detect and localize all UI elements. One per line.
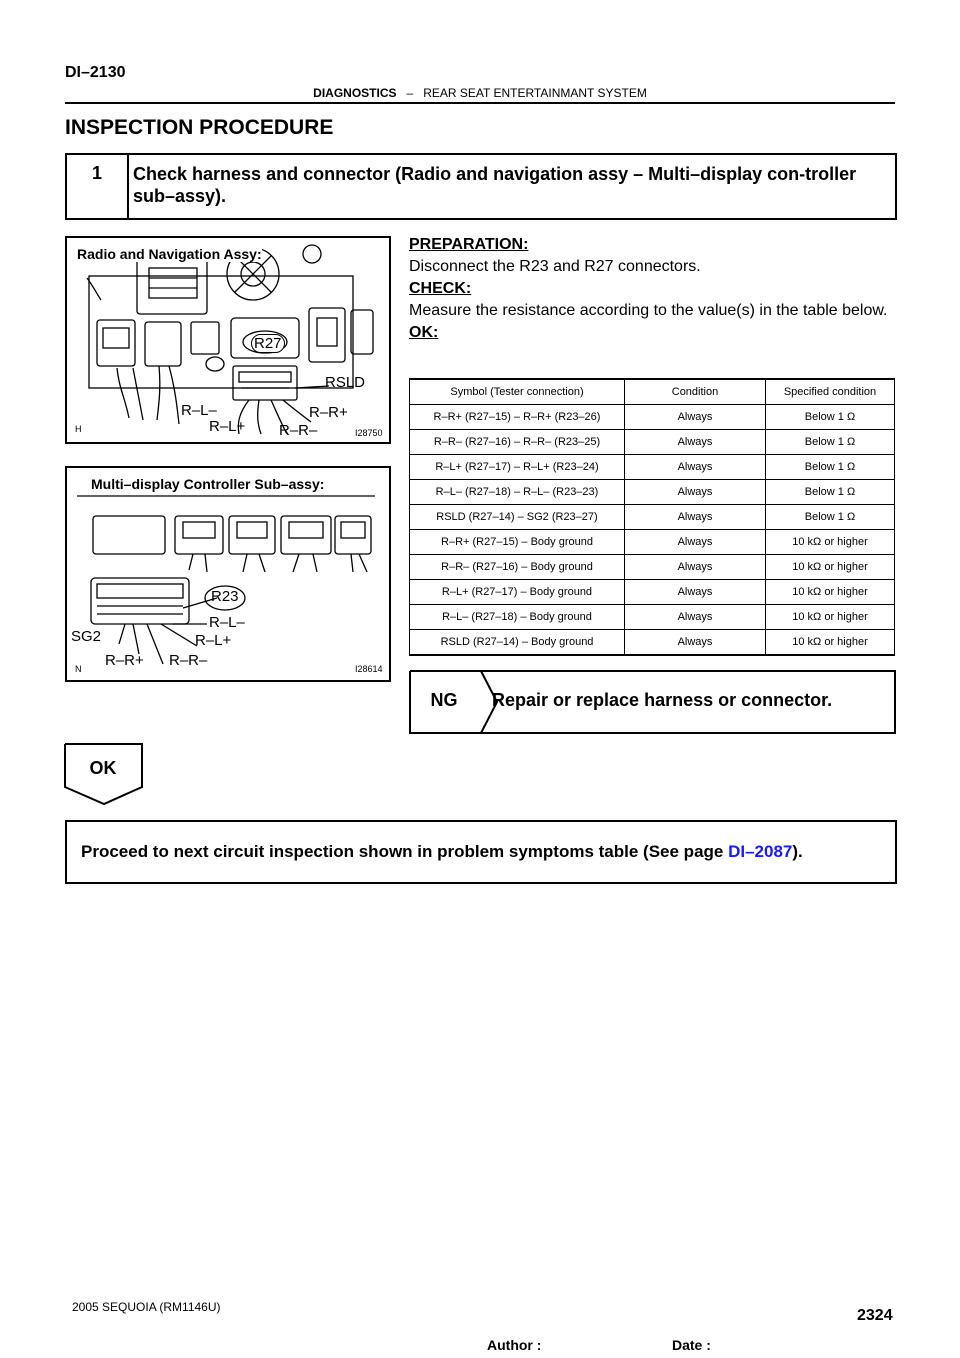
label-rr-minus: R–R– (169, 652, 208, 669)
figure-corner-mark: N (75, 664, 82, 674)
cell-specified: Below 1 Ω (765, 454, 895, 480)
header-separator: – (406, 86, 414, 100)
cell-specified: 10 kΩ or higher (765, 604, 895, 630)
cell-symbol: R–L+ (R27–17) – R–L+ (R23–24) (409, 454, 625, 480)
cell-specified: Below 1 Ω (765, 479, 895, 505)
label-rr-minus: R–R– (279, 422, 318, 439)
header-subsection: REAR SEAT ENTERTAINMANT SYSTEM (423, 86, 647, 100)
cell-specified: Below 1 Ω (765, 404, 895, 430)
radio-connector-illustration (86, 244, 374, 435)
cell-symbol: R–R– (R27–16) – R–R– (R23–25) (409, 429, 625, 455)
ng-action: Repair or replace harness or connector. (492, 690, 833, 710)
label-r27: R27 (251, 334, 285, 353)
page-link[interactable]: DI–2087 (728, 842, 793, 861)
ok-branch-arrow (64, 743, 143, 805)
label-rl-minus: R–L– (209, 614, 245, 631)
label-rl-minus: R–L– (181, 402, 217, 419)
footer-model: 2005 SEQUOIA (RM1146U) (72, 1300, 221, 1314)
cell-symbol: R–L– (R27–18) – R–L– (R23–23) (409, 479, 625, 505)
cell-specified: 10 kΩ or higher (765, 529, 895, 555)
proceed-box: Proceed to next circuit inspection shown… (65, 820, 897, 884)
figure-title: Multi–display Controller Sub–assy: (91, 476, 325, 492)
cell-specified: 10 kΩ or higher (765, 629, 895, 656)
procedure-text: PREPARATION: Disconnect the R23 and R27 … (409, 234, 895, 344)
cell-condition: Always (624, 479, 766, 505)
cell-condition: Always (624, 429, 766, 455)
cell-symbol: R–R+ (R27–15) – Body ground (409, 529, 625, 555)
label-r23: R23 (211, 588, 239, 605)
step-box: 1 Check harness and connector (Radio and… (65, 153, 897, 220)
footer-date: Date : (672, 1337, 711, 1353)
running-header: DIAGNOSTICS – REAR SEAT ENTERTAINMANT SY… (0, 86, 960, 100)
section-title: INSPECTION PROCEDURE (65, 116, 334, 139)
col-condition: Condition (624, 378, 766, 405)
col-symbol: Symbol (Tester connection) (409, 378, 625, 405)
cell-condition: Always (624, 554, 766, 580)
figure-title: Radio and Navigation Assy: (77, 246, 262, 262)
header-section: DIAGNOSTICS (313, 86, 397, 100)
cell-symbol: R–L– (R27–18) – Body ground (409, 604, 625, 630)
cell-symbol: R–R– (R27–16) – Body ground (409, 554, 625, 580)
label-rl-plus: R–L+ (195, 632, 232, 649)
label-rr-plus: R–R+ (105, 652, 144, 669)
cell-specified: Below 1 Ω (765, 504, 895, 530)
label-rsld: RSLD (325, 374, 366, 391)
controller-connector-illustration (77, 495, 375, 665)
footer-page-number: 2324 (857, 1307, 893, 1324)
label-sg2: SG2 (71, 628, 102, 645)
footer-author: Author : (487, 1337, 542, 1353)
ok-label: OK (89, 758, 117, 778)
cell-specified: Below 1 Ω (765, 429, 895, 455)
page-code: DI–2130 (65, 64, 126, 81)
proceed-end: ). (792, 842, 803, 861)
cell-symbol: RSLD (R27–14) – SG2 (R23–27) (409, 504, 625, 530)
label-rr-plus: R–R+ (309, 404, 348, 421)
table-header-row: Symbol (Tester connection) Condition Spe… (409, 378, 895, 405)
step-text: Check harness and connector (Radio and n… (133, 164, 857, 206)
ng-label: NG (430, 690, 458, 710)
cell-specified: 10 kΩ or higher (765, 554, 895, 580)
preparation-heading: PREPARATION: (409, 236, 529, 253)
cell-condition: Always (624, 604, 766, 630)
check-text: Measure the resistance according to the … (409, 302, 888, 319)
cell-specified: 10 kΩ or higher (765, 579, 895, 605)
cell-condition: Always (624, 404, 766, 430)
col-specified: Specified condition (765, 378, 895, 405)
check-heading: CHECK: (409, 280, 472, 297)
preparation-text: Disconnect the R23 and R27 connectors. (409, 258, 701, 275)
figure-corner-mark: H (75, 424, 82, 434)
resistance-table: Symbol (Tester connection) Condition Spe… (409, 378, 895, 656)
figure-code: I28750 (355, 428, 383, 438)
cell-symbol: R–L+ (R27–17) – Body ground (409, 579, 625, 605)
cell-condition: Always (624, 629, 766, 656)
cell-condition: Always (624, 454, 766, 480)
ng-branch-shape (409, 670, 896, 734)
cell-symbol: RSLD (R27–14) – Body ground (409, 629, 625, 656)
label-rl-plus: R–L+ (209, 418, 246, 435)
cell-symbol: R–R+ (R27–15) – R–R+ (R23–26) (409, 404, 625, 430)
figure-code: I28614 (355, 664, 383, 674)
cell-condition: Always (624, 579, 766, 605)
proceed-text: Proceed to next circuit inspection shown… (81, 842, 803, 862)
step-number: 1 (67, 155, 129, 218)
ok-heading: OK: (409, 324, 439, 341)
figure-multidisplay-controller: Multi–display Controller Sub–assy: R23 R… (65, 466, 391, 682)
cell-condition: Always (624, 529, 766, 555)
cell-condition: Always (624, 504, 766, 530)
proceed-instruction: Proceed to next circuit inspection shown… (81, 842, 729, 861)
figure-radio-navigation: Radio and Navigation Assy: R27 RSLD R–L–… (65, 236, 391, 444)
header-rule (65, 102, 895, 104)
